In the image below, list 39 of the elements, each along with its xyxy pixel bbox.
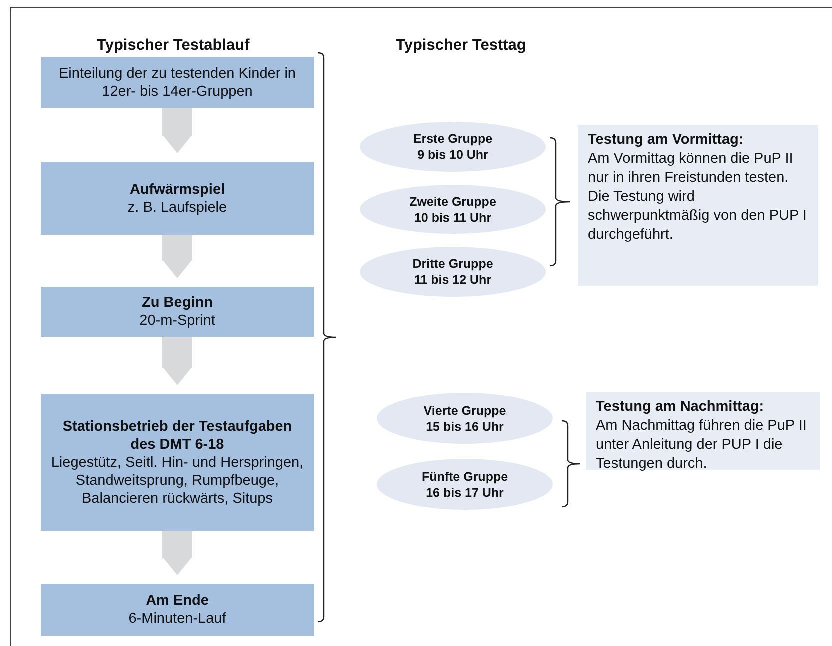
box-heading: Aufwärmspiel <box>130 180 226 198</box>
group-ellipse <box>377 459 553 510</box>
box-heading: Stationsbetrieb der Testaufgaben des DMT 6-18 <box>62 418 294 454</box>
group-ellipse <box>360 185 546 234</box>
block-arrow <box>162 108 192 154</box>
box-text: Liegestütz, Seitl. Hin- und Herspringen, Standweitsprung, Rumpfbeuge, Balancieren rückwärts, Situps <box>50 454 305 508</box>
box-heading: Testung am Vormittag: <box>588 131 745 150</box>
box-text: 20-m-Sprint <box>140 312 216 330</box>
box-text: 6-Minuten-Lauf <box>128 610 226 628</box>
box-heading: Am Ende <box>146 592 209 610</box>
group-ellipse <box>377 393 553 444</box>
process-box <box>41 287 314 337</box>
time-range: 11 bis 12 Uhr <box>414 272 492 288</box>
box-text: z. B. Laufspiele <box>128 198 228 216</box>
block-arrow <box>162 337 192 386</box>
process-box <box>41 57 314 108</box>
box-heading: Testung am Nachmittag: <box>596 398 766 417</box>
group-name: Erste Gruppe <box>413 131 493 147</box>
box-text: Einteilung der zu testenden Kinder in 12er- bis 14er-Gruppen <box>58 64 297 100</box>
note-text: Am Vormittag können die PuP II nur in ihren Freistunden testen. Die Testung wird schwerpunktmäßig von den PUP I durchgeführt. <box>588 150 808 245</box>
time-range: 9 bis 10 Uhr <box>418 147 488 163</box>
process-box <box>41 394 314 531</box>
group-ellipse <box>360 122 546 172</box>
group-ellipse <box>360 247 546 297</box>
time-range: 16 bis 17 Uhr <box>426 484 504 500</box>
column-heading: Typischer Testablauf <box>97 37 250 55</box>
group-name: Vierte Gruppe <box>424 402 506 418</box>
process-box <box>41 584 314 636</box>
block-arrow <box>162 235 192 278</box>
process-box <box>41 162 314 235</box>
block-arrow <box>162 531 192 576</box>
note-text: Am Nachmittag führen die PuP II unter Anleitung der PUP I die Testungen durch. <box>596 417 808 474</box>
time-range: 15 bis 16 Uhr <box>426 418 504 434</box>
column-heading: Typischer Testtag <box>396 37 526 55</box>
group-name: Zweite Gruppe <box>410 194 496 210</box>
group-name: Fünfte Gruppe <box>422 468 508 484</box>
time-range: 10 bis 11 Uhr <box>414 210 492 226</box>
group-name: Dritte Gruppe <box>412 256 494 272</box>
box-heading: Zu Beginn <box>142 294 213 312</box>
